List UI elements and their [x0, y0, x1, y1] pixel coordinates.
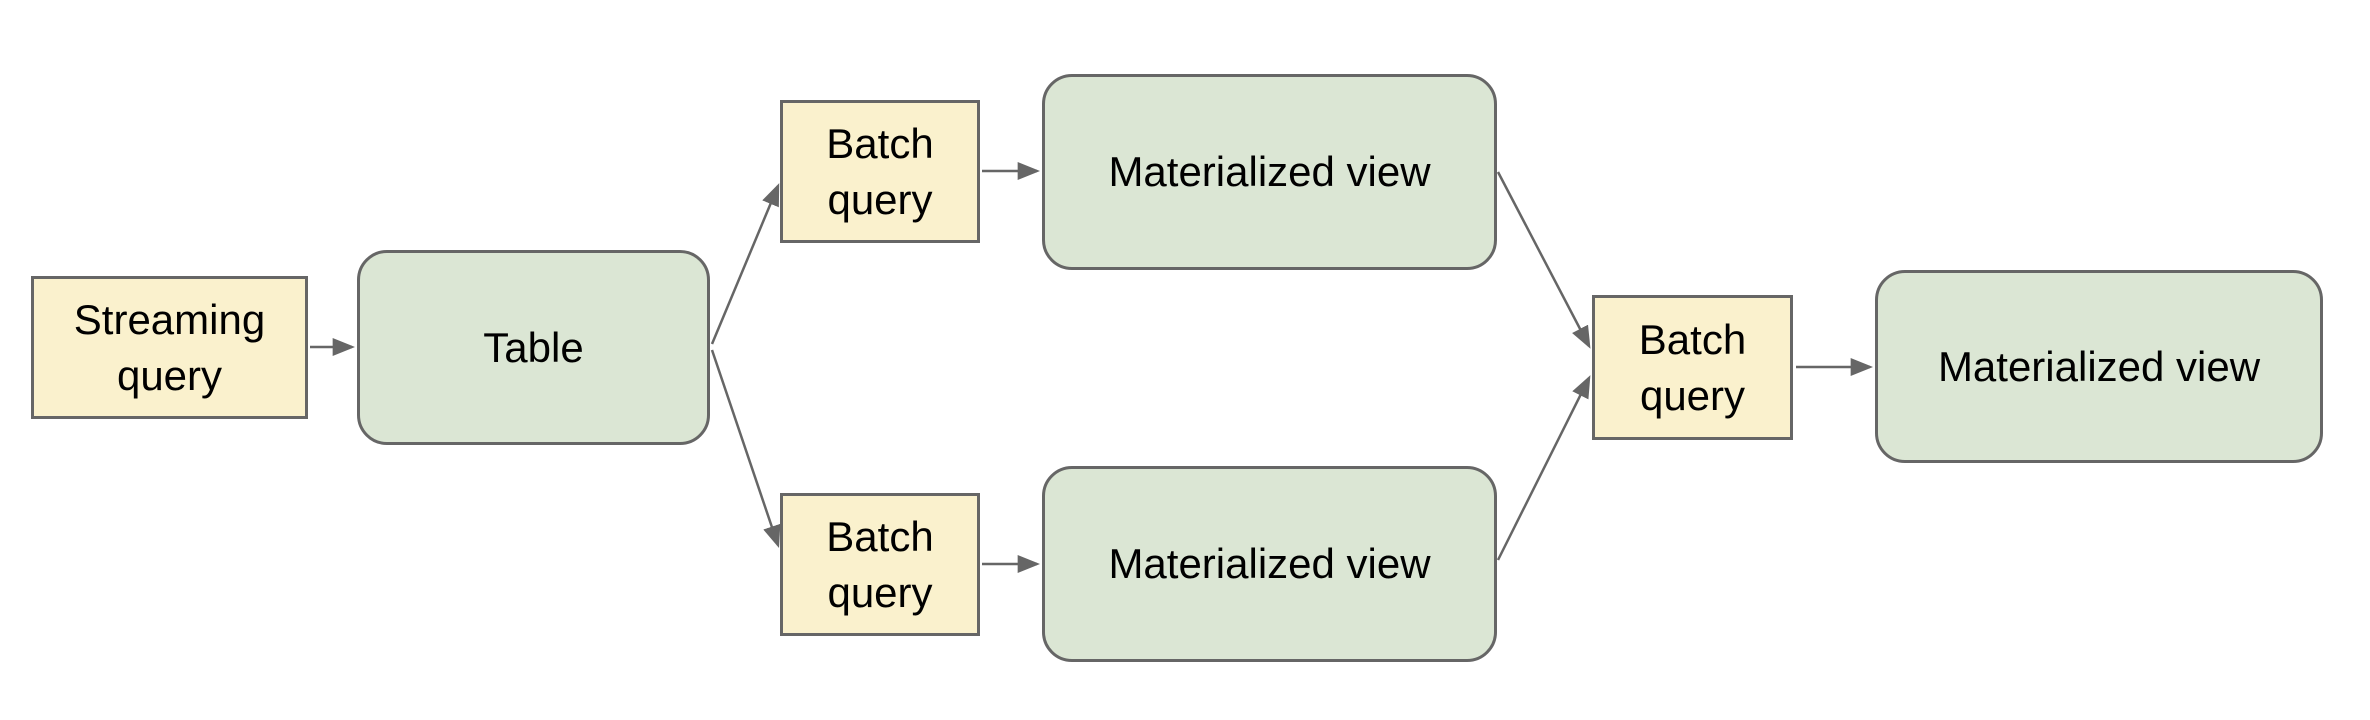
node-streaming-query: Streaming query — [31, 276, 308, 419]
node-batch-query-right: Batch query — [1592, 295, 1793, 440]
node-batch-query-bottom-label: Batch query — [826, 512, 934, 616]
node-table: Table — [357, 250, 710, 445]
node-table-label: Table — [483, 323, 584, 371]
edge-materialized-view-top-to-batch-query-right — [1496, 171, 1591, 349]
node-materialized-view-top-label: Materialized view — [1108, 148, 1431, 195]
edge-table-to-batch-query-top — [710, 183, 780, 345]
node-materialized-view-bottom: Materialized view — [1042, 466, 1497, 662]
node-materialized-view-bottom-label: Materialized view — [1108, 540, 1431, 587]
node-batch-query-bottom: Batch query — [780, 493, 980, 636]
node-materialized-view-right-label: Materialized view — [1937, 342, 2261, 390]
node-batch-query-right-label: Batch query — [1638, 315, 1747, 419]
node-batch-query-top: Batch query — [780, 100, 980, 243]
edge-table-to-batch-query-bottom — [710, 349, 781, 548]
edge-materialized-view-bottom-to-batch-query-right — [1496, 375, 1591, 561]
node-materialized-view-right: Materialized view — [1875, 270, 2323, 463]
node-materialized-view-top: Materialized view — [1042, 74, 1497, 270]
node-batch-query-top-label: Batch query — [826, 119, 934, 223]
node-streaming-query-label: Streaming query — [73, 295, 266, 399]
